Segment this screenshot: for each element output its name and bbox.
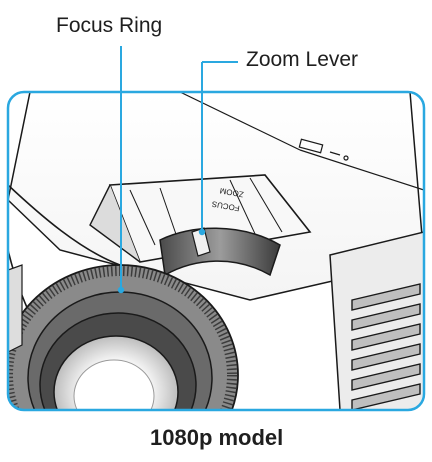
lens-marking-zoom: ZOOM xyxy=(219,186,245,199)
zoom-lever-shape xyxy=(159,227,281,277)
zoom-lever-marker xyxy=(198,228,206,236)
diagram-caption: 1080p model xyxy=(150,425,284,450)
projector-illustration: FOCUS ZOOM xyxy=(8,92,424,410)
frame-border xyxy=(6,90,426,412)
focus-ring-label: Focus Ring xyxy=(56,14,163,37)
zoom-lever-label: Zoom Lever xyxy=(246,48,359,71)
focus-ring-marker xyxy=(117,286,125,294)
